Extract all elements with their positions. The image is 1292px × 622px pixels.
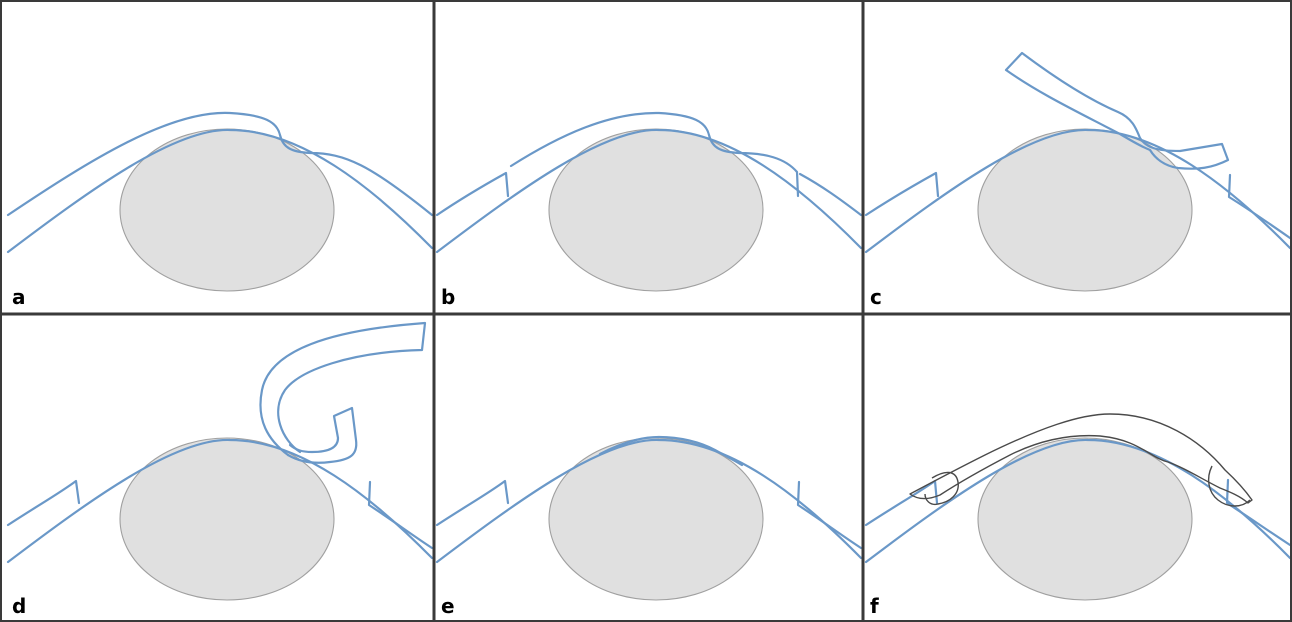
membrane-upper-right bbox=[796, 480, 863, 550]
membrane-upper-left bbox=[435, 479, 510, 527]
panel-a: a bbox=[6, 111, 434, 309]
membrane-upper-left bbox=[864, 171, 940, 217]
panel-b: b bbox=[435, 111, 863, 309]
flap-folded-outer bbox=[259, 321, 427, 457]
membrane-graft bbox=[598, 435, 744, 467]
membrane-upper-right bbox=[367, 480, 434, 550]
nodule-ellipse bbox=[548, 437, 764, 601]
panel-d: d bbox=[6, 321, 434, 618]
panel-label-a: a bbox=[12, 285, 26, 309]
membrane-upper-center bbox=[509, 111, 800, 198]
flap-folded-inner bbox=[286, 406, 358, 464]
membrane-lower bbox=[864, 128, 1292, 254]
panel-label-b: b bbox=[441, 285, 455, 309]
panel-c: c bbox=[864, 51, 1292, 309]
suture-left bbox=[924, 471, 959, 506]
panel-label-d: d bbox=[12, 594, 26, 618]
panel-label-c: c bbox=[870, 285, 882, 309]
panel-label-e: e bbox=[441, 594, 455, 618]
membrane-upper bbox=[6, 111, 434, 217]
panel-f: f bbox=[864, 413, 1292, 618]
nodule-ellipse bbox=[977, 437, 1193, 601]
membrane-lower bbox=[6, 128, 434, 254]
panel-e: e bbox=[435, 435, 863, 618]
suture-right bbox=[1207, 465, 1251, 507]
membrane-upper-right bbox=[1225, 478, 1292, 547]
graft-outline bbox=[909, 413, 1253, 504]
membrane-upper-left bbox=[435, 171, 510, 217]
panel-label-f: f bbox=[870, 594, 879, 618]
membrane-upper-right bbox=[798, 172, 863, 217]
nodule-ellipse bbox=[119, 437, 335, 601]
membrane-upper-right bbox=[1227, 173, 1292, 240]
flap-lifted bbox=[1004, 51, 1230, 170]
membrane-upper-left bbox=[6, 479, 81, 527]
